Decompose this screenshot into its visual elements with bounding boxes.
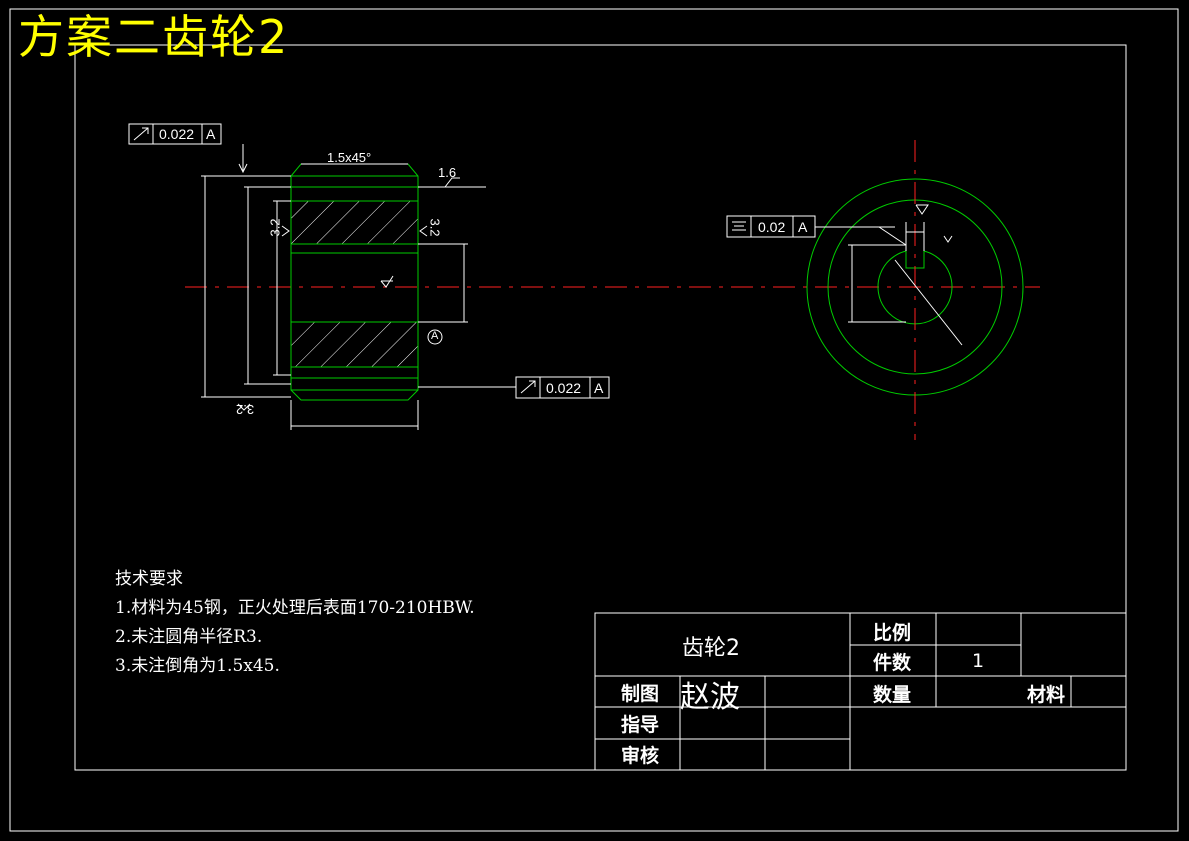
- roughness-right-label: 3.2: [427, 218, 443, 237]
- tech-heading: 技术要求: [115, 569, 183, 589]
- title-block: [594, 612, 1127, 771]
- fcf-symmetry: [726, 215, 816, 238]
- sheet-title: 方案二齿轮2: [18, 10, 290, 64]
- bore-keyway: [877, 250, 953, 325]
- drawn-by-signature: 赵波: [680, 680, 740, 715]
- section-dimensions: [201, 144, 516, 430]
- roughness-bottom-label: 3.2: [236, 402, 255, 417]
- datum-a-circle: [427, 329, 443, 345]
- material-label: 材料: [1027, 684, 1066, 706]
- fcf-top-datum: A: [206, 126, 216, 142]
- review-label: 审核: [621, 745, 660, 767]
- outer-frame: [9, 8, 1179, 832]
- part-name: 齿轮2: [682, 636, 740, 661]
- tech-item-2: 2.未注圆角半径R3.: [115, 627, 263, 647]
- tech-item-1: 1.材料为45钢，正火处理后表面170-210HBW.: [115, 598, 475, 618]
- quantity-value: 1: [972, 650, 985, 672]
- roughness-top-label: 1.6: [438, 165, 457, 180]
- fcf-runout-bottom: [515, 376, 610, 399]
- chamfer-label: 1.5x45°: [327, 150, 372, 165]
- count-label: 数量: [873, 684, 912, 706]
- roughness-left-label: 3.2: [267, 218, 283, 237]
- fcf-bottom-datum: A: [594, 380, 604, 396]
- technical-requirements: 技术要求 1.材料为45钢，正火处理后表面170-210HBW. 2.未注圆角半…: [115, 565, 475, 681]
- fcf-bottom-value: 0.022: [546, 380, 582, 396]
- fcf-symmetry-value: 0.02: [758, 219, 786, 235]
- datum-a-label: A: [431, 330, 439, 342]
- fcf-top-value: 0.022: [159, 126, 195, 142]
- hatch-lower: [291, 322, 418, 367]
- fcf-symmetry-datum: A: [798, 219, 808, 235]
- gear-outline: [290, 163, 419, 401]
- fcf-runout-top: [128, 123, 222, 145]
- hatch-upper: [291, 201, 418, 244]
- gear-end-view: [806, 140, 1024, 440]
- guide-label: 指导: [621, 714, 660, 736]
- tech-item-3: 3.未注倒角为1.5x45.: [115, 656, 280, 676]
- quantity-label: 件数: [873, 652, 912, 674]
- drawn-label: 制图: [621, 683, 660, 705]
- scale-label: 比例: [873, 622, 912, 644]
